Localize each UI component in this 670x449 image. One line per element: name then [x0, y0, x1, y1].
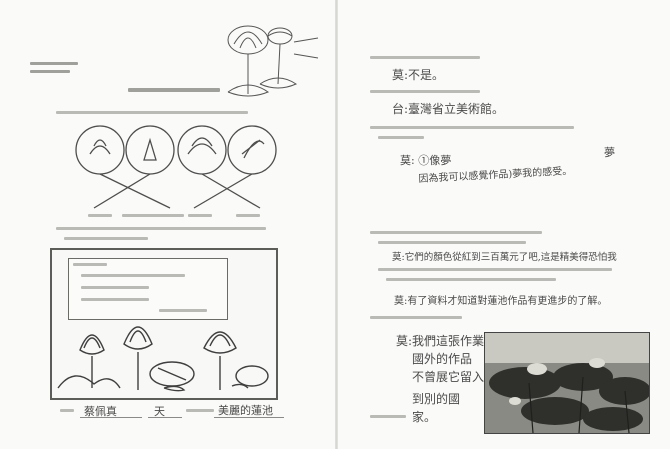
- answer-4-line-2: 莫:有了資料才知道對蓮池作品有更進步的了解。: [394, 296, 608, 307]
- question-2-prompt-line-2: [64, 237, 148, 240]
- question-1-prompt: [56, 111, 248, 114]
- match-label-2: [122, 214, 184, 217]
- poem-line-3: [81, 298, 149, 301]
- poem-line-1: [81, 274, 185, 277]
- question-4-prompt: [370, 90, 480, 93]
- question-5-prompt-line-1: [370, 126, 574, 129]
- header-line-2: [30, 70, 70, 73]
- date-value: 天: [154, 405, 165, 418]
- match-label-3: [188, 214, 212, 217]
- section-intro: [370, 231, 542, 234]
- question-7-prompt-line-2: [386, 278, 556, 281]
- answer-5-line-4: 到別的國: [412, 392, 461, 406]
- poem-box: [68, 258, 228, 320]
- question-6-prompt: [378, 241, 526, 244]
- author-underline: [80, 417, 142, 418]
- answer-2: 台:臺灣省立美術館。: [392, 102, 505, 116]
- question-5-prompt-line-2: [378, 136, 424, 139]
- poem-source: [159, 309, 207, 312]
- student-drawing-frame: [50, 248, 278, 400]
- author-label-static: [60, 409, 74, 412]
- poem-title: [73, 263, 107, 266]
- header-line-1: [30, 62, 78, 65]
- title-value: 美麗的蓮池: [218, 404, 273, 417]
- poem-line-2: [81, 286, 149, 289]
- signature-label: [370, 415, 406, 418]
- answer-5-line-3: 不曾展它留入: [412, 370, 485, 384]
- answer-5-line-1: 莫:我們這張作業: [396, 334, 485, 348]
- answer-1: 莫:不是。: [392, 68, 445, 82]
- title-label-static: [186, 409, 214, 412]
- match-label-1: [88, 214, 112, 217]
- left-page: 蔡佩真 天 美麗的蓮池: [30, 25, 319, 418]
- pasted-lotus-photo: [484, 332, 650, 434]
- question-2-prompt-line-1: [56, 227, 266, 230]
- question-8-prompt: [370, 316, 462, 319]
- answer-3-line-1: 莫: ①像夢: [400, 154, 452, 167]
- lotus-pond-drawing: [57, 326, 269, 392]
- title-underline: [214, 417, 284, 418]
- match-label-4: [236, 214, 260, 217]
- answer-4-line-1: 莫:它們的顏色從紅到三百萬元了吧,這是精美得恐怕我: [392, 252, 617, 263]
- date-underline: [148, 417, 182, 418]
- right-page: 莫:不是。 台:臺灣省立美術館。 莫: ①像夢 夢 因為我可以感覺作品)夢我的感…: [338, 0, 670, 449]
- answer-5-line-2: 國外的作品: [412, 352, 473, 366]
- answer-3-note: 夢: [604, 146, 615, 159]
- question-3-prompt: [370, 56, 480, 59]
- page-fold: [335, 0, 338, 449]
- worksheet-title: [128, 88, 220, 92]
- matching-circles-row: [75, 125, 277, 209]
- author-value: 蔡佩真: [84, 405, 117, 418]
- answer-5-line-5: 家。: [412, 410, 437, 424]
- question-7-prompt-line-1: [378, 268, 612, 271]
- lotus-photo-image: [485, 333, 649, 433]
- lotus-diagram-illustration: [227, 25, 319, 97]
